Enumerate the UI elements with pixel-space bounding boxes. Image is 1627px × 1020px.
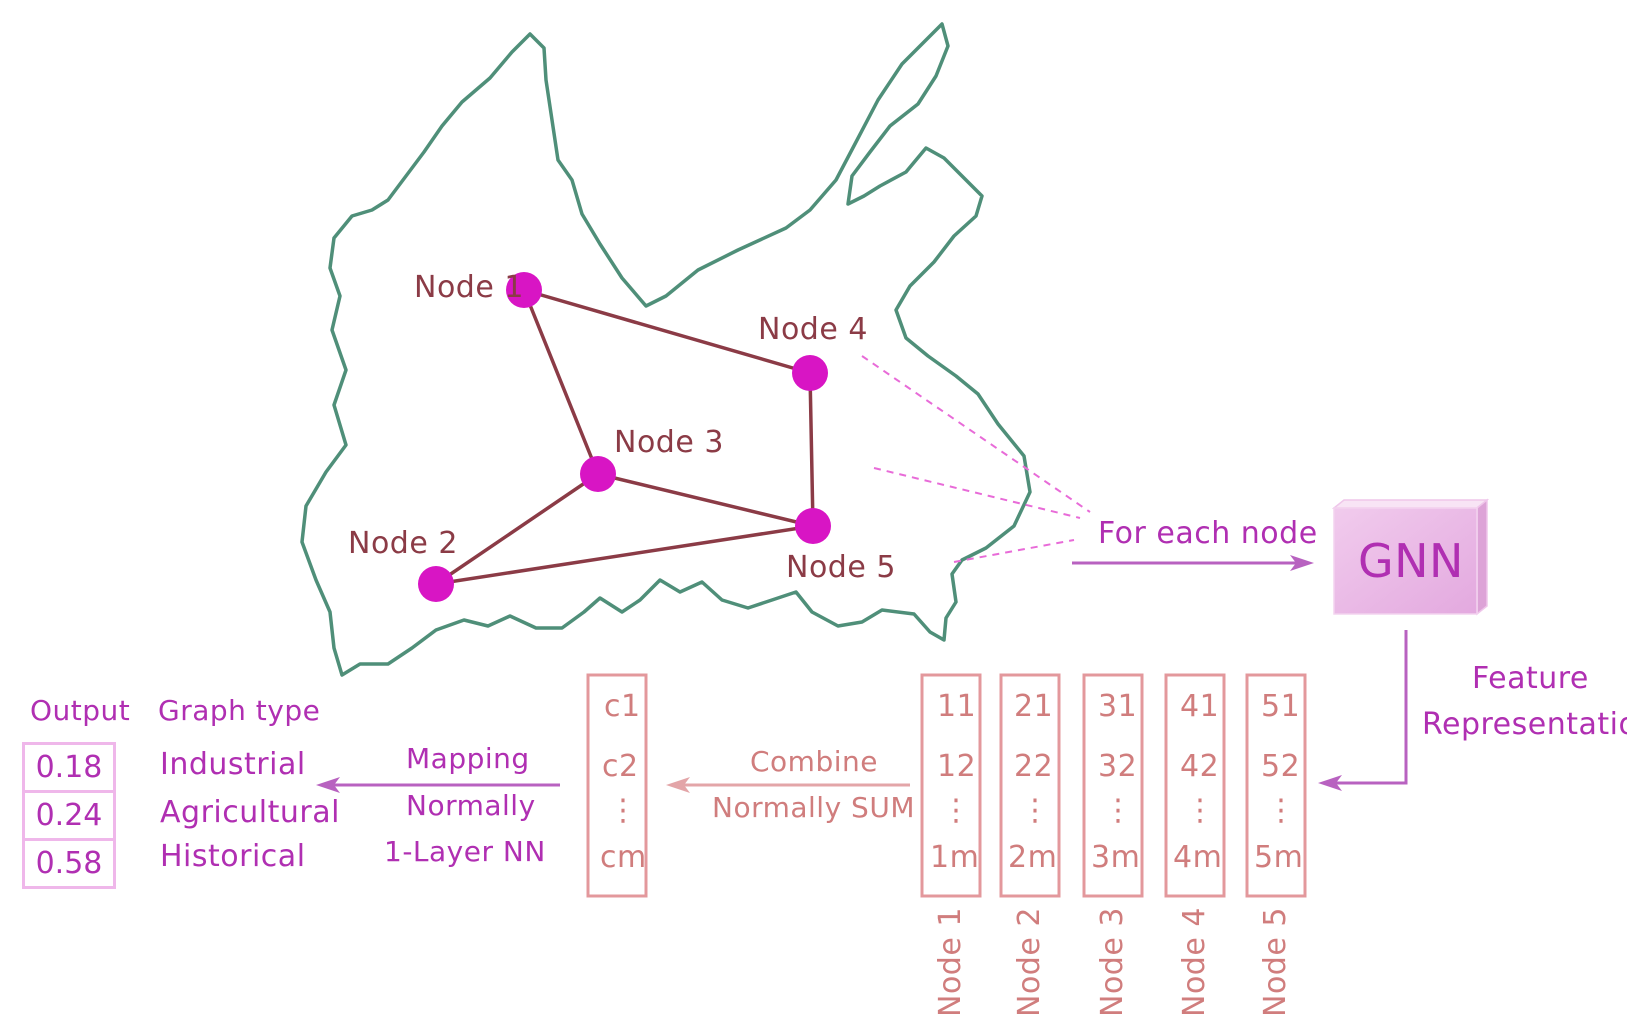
column-2-cell-3: ⋮ (1020, 793, 1051, 828)
mapping-line3: 1-Layer NN (384, 835, 546, 868)
graph-node-5 (795, 508, 831, 544)
column-2-cell-2: 22 (1014, 749, 1054, 784)
edge-n1-n4 (522, 288, 812, 375)
arrow-combine (666, 777, 910, 793)
column-4-cell-2: 42 (1180, 749, 1220, 784)
combine-line1: Combine (750, 745, 878, 778)
graph-node-2 (418, 566, 454, 602)
column-4-cell-3: ⋮ (1185, 793, 1216, 828)
node-label-3: Node 3 (614, 425, 724, 460)
edge-n2-n5 (434, 524, 815, 586)
graph-type-2: Agricultural (160, 795, 340, 830)
column-2-cell-4: 2m (1008, 840, 1058, 875)
arrow-mapping (316, 777, 560, 793)
gnn-label: GNN (1358, 534, 1464, 588)
column-2-cell-1: 21 (1014, 689, 1054, 724)
gnn-box (1331, 498, 1490, 616)
column-4-cell-4: 4m (1173, 840, 1223, 875)
column-1-cell-3: ⋮ (941, 793, 972, 828)
feature-column-boxes (586, 673, 1307, 898)
combined-vector-box (586, 673, 648, 898)
column-3-cell-3: ⋮ (1103, 793, 1134, 828)
combined-cell-3: ⋮ (608, 793, 639, 828)
graph-type-3: Historical (160, 839, 306, 874)
for-each-node-label: For each node (1098, 516, 1318, 551)
edge-n4-n5 (808, 371, 815, 528)
dashed-pointers (861, 355, 1091, 563)
combined-cell-4: cm (600, 840, 647, 875)
output-value-3: 0.58 (25, 838, 113, 886)
edge-n1-n3 (522, 288, 600, 476)
mapping-line1: Mapping (406, 742, 530, 775)
column-5-cell-4: 5m (1254, 840, 1304, 875)
node-label-1: Node 1 (414, 270, 524, 305)
node-label-4: Node 4 (758, 312, 868, 347)
combined-cell-2: c2 (602, 749, 639, 784)
graph-node-3 (580, 456, 616, 492)
column-5-node-label: Node 5 (1258, 907, 1293, 1017)
output-table: 0.18 0.24 0.58 (22, 742, 116, 889)
column-1-cell-4: 1m (930, 840, 980, 875)
arrow-from-gnn (1318, 630, 1408, 791)
column-3-cell-2: 32 (1098, 749, 1138, 784)
feature-rep-line1: Feature (1472, 661, 1589, 696)
column-5-cell-3: ⋮ (1266, 793, 1297, 828)
mapping-line2: Normally (406, 789, 536, 822)
column-3-cell-1: 31 (1098, 689, 1138, 724)
column-4-node-label: Node 4 (1177, 907, 1212, 1017)
column-1-node-label: Node 1 (933, 907, 968, 1017)
column-1-cell-2: 12 (937, 749, 977, 784)
column-5-cell-1: 51 (1261, 689, 1301, 724)
output-value-2: 0.24 (25, 790, 113, 838)
graph-node-1 (506, 272, 542, 308)
edge-n3-n5 (596, 472, 815, 528)
arrow-to-gnn (1072, 555, 1314, 571)
graph-node-4 (792, 355, 828, 391)
column-box-5 (1245, 673, 1307, 898)
region-outline (300, 22, 1032, 677)
node-label-5: Node 5 (786, 550, 896, 585)
combined-cell-1: c1 (604, 689, 641, 724)
combine-line2: Normally SUM (712, 791, 915, 824)
column-box-3 (1082, 673, 1144, 898)
node-label-2: Node 2 (348, 526, 458, 561)
column-3-cell-4: 3m (1091, 840, 1141, 875)
column-box-4 (1164, 673, 1226, 898)
column-5-cell-2: 52 (1261, 749, 1301, 784)
graph-edges (434, 288, 815, 586)
edge-n3-n2 (434, 472, 600, 586)
output-value-1: 0.18 (35, 750, 103, 785)
column-box-2 (999, 673, 1061, 898)
output-header: Output (30, 694, 131, 727)
graph-type-header: Graph type (158, 694, 321, 727)
column-4-cell-1: 41 (1180, 689, 1220, 724)
column-2-node-label: Node 2 (1012, 907, 1047, 1017)
column-1-cell-1: 11 (937, 689, 977, 724)
column-box-1 (920, 673, 982, 898)
feature-rep-line2: Representations (1422, 707, 1627, 742)
graph-nodes (418, 272, 831, 602)
graph-type-1: Industrial (160, 747, 306, 782)
column-3-node-label: Node 3 (1095, 907, 1130, 1017)
